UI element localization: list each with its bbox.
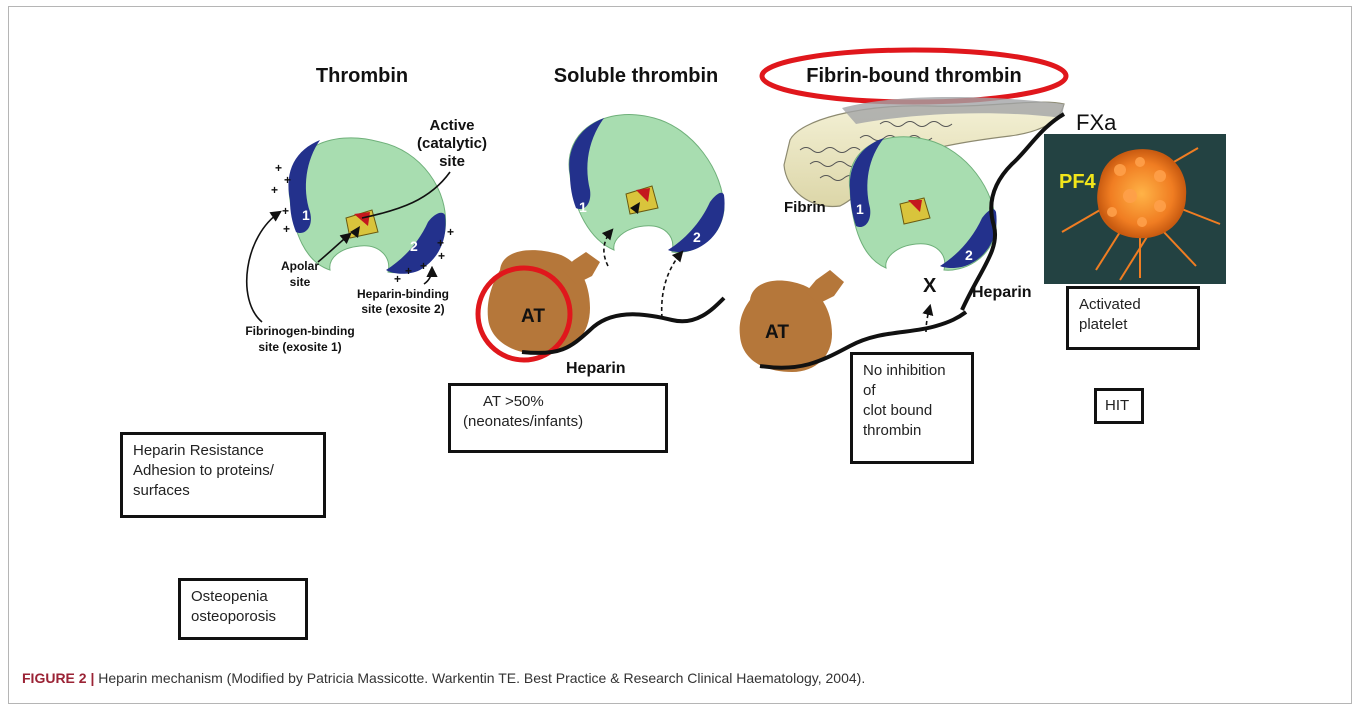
x-mark: X: [923, 275, 937, 297]
fxa-label: FXa: [1076, 110, 1117, 135]
svg-text:+: +: [284, 173, 291, 187]
box-heparin-resistance-line3: surfaces: [133, 481, 313, 501]
svg-text:+: +: [271, 183, 278, 197]
box-at-line1: AT >50%: [483, 392, 655, 412]
platelet-image: [1044, 134, 1226, 284]
box-at-neonates: AT >50% (neonates/infants): [448, 383, 668, 453]
exosite2-label-3: 2: [965, 247, 973, 263]
pf4-label: PF4: [1059, 171, 1097, 193]
at-label-2: AT: [765, 322, 789, 343]
thrombin-molecule-3: [849, 137, 996, 270]
box-no-inhibition-line3: clot bound: [863, 401, 961, 421]
at-label-1: AT: [521, 306, 545, 327]
box-heparin-resistance-line1: Heparin Resistance: [133, 441, 313, 461]
svg-text:+: +: [420, 259, 427, 273]
svg-text:(catalytic): (catalytic): [417, 135, 487, 152]
box-heparin-resistance: Heparin Resistance Adhesion to proteins/…: [120, 432, 326, 518]
svg-text:site: site: [290, 275, 311, 289]
svg-text:+: +: [275, 161, 282, 175]
box-hit: HIT: [1094, 388, 1144, 424]
thrombin-molecule-1: [288, 138, 445, 274]
box-osteopenia: Osteopenia osteoporosis: [178, 578, 308, 640]
fibrinogen-binding-arrow: [247, 212, 280, 322]
box-osteopenia-line2: osteoporosis: [191, 607, 295, 627]
svg-text:+: +: [437, 236, 444, 250]
exosite1-label-2: 1: [579, 199, 587, 215]
box-no-inhibition-line4: thrombin: [863, 421, 961, 441]
box-hit-line1: HIT: [1105, 396, 1133, 416]
thrombin-molecule-2: [569, 115, 725, 253]
svg-text:+: +: [405, 264, 412, 278]
box-osteopenia-line1: Osteopenia: [191, 587, 295, 607]
box-no-inhibition-line1: No inhibition: [863, 361, 961, 381]
svg-text:+: +: [283, 222, 290, 236]
svg-text:+: +: [447, 225, 454, 239]
svg-text:site: site: [439, 153, 465, 170]
box-activated-platelet-line1: Activated: [1079, 295, 1187, 315]
svg-text:+: +: [282, 204, 289, 218]
heparin-label-2: Heparin: [972, 284, 1032, 301]
header-fibrin-bound-thrombin: Fibrin-bound thrombin: [806, 65, 1022, 87]
figure-number: FIGURE 2 |: [22, 670, 94, 686]
exosite1-label-3: 1: [856, 201, 864, 217]
box-activated-platelet-line2: platelet: [1079, 315, 1187, 335]
svg-text:site (exosite 1): site (exosite 1): [258, 340, 341, 354]
header-soluble-thrombin: Soluble thrombin: [554, 65, 718, 87]
svg-text:Apolar: Apolar: [281, 259, 319, 273]
heparin-binding-arrow-2: [662, 252, 682, 318]
header-thrombin: Thrombin: [316, 65, 408, 87]
svg-text:site (exosite 2): site (exosite 2): [361, 302, 444, 316]
heparin-label-1: Heparin: [566, 360, 626, 377]
exosite2-label-1: 2: [410, 238, 418, 254]
svg-text:Heparin-binding: Heparin-binding: [357, 287, 449, 301]
fibrin-label: Fibrin: [784, 199, 826, 216]
svg-text:+: +: [438, 249, 445, 263]
box-heparin-resistance-line2: Adhesion to proteins/: [133, 461, 313, 481]
figure-caption-text: Heparin mechanism (Modified by Patricia …: [94, 670, 865, 686]
exosite1-label-1: 1: [302, 207, 310, 223]
box-no-inhibition: No inhibition of clot bound thrombin: [850, 352, 974, 464]
exosite2-label-2: 2: [693, 229, 701, 245]
box-activated-platelet: Activated platelet: [1066, 286, 1200, 350]
box-no-inhibition-line2: of: [863, 381, 961, 401]
svg-text:Active: Active: [429, 117, 474, 134]
box-at-line2: (neonates/infants): [463, 412, 655, 432]
svg-text:+: +: [394, 272, 401, 286]
svg-text:Fibrinogen-binding: Fibrinogen-binding: [245, 324, 354, 338]
figure-caption: FIGURE 2 | Heparin mechanism (Modified b…: [22, 670, 865, 686]
